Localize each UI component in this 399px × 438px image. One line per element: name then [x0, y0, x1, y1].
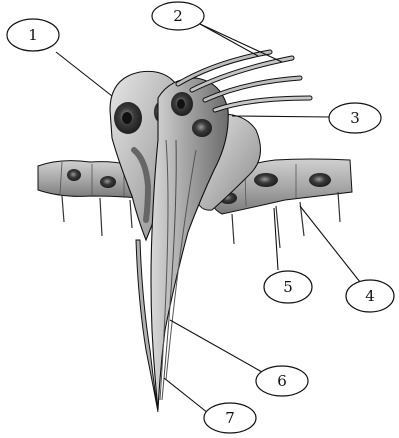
label-7-text: 7: [225, 409, 235, 427]
label-1: 1: [7, 19, 59, 51]
label-7: 7: [204, 403, 256, 433]
label-6: 6: [256, 366, 308, 396]
label-2: 2: [152, 2, 204, 30]
label-1-text: 1: [28, 26, 38, 44]
receptor-cells: [151, 78, 228, 410]
epithelium-left-spikes: [62, 196, 132, 236]
label-4: 4: [346, 280, 394, 312]
label-3: 3: [329, 103, 381, 133]
label-3-text: 3: [350, 109, 360, 127]
label-5: 5: [264, 271, 312, 303]
label-6-text: 6: [277, 372, 287, 390]
label-4-text: 4: [365, 287, 375, 305]
label-5-text: 5: [283, 278, 293, 296]
label-2-text: 2: [173, 7, 183, 25]
